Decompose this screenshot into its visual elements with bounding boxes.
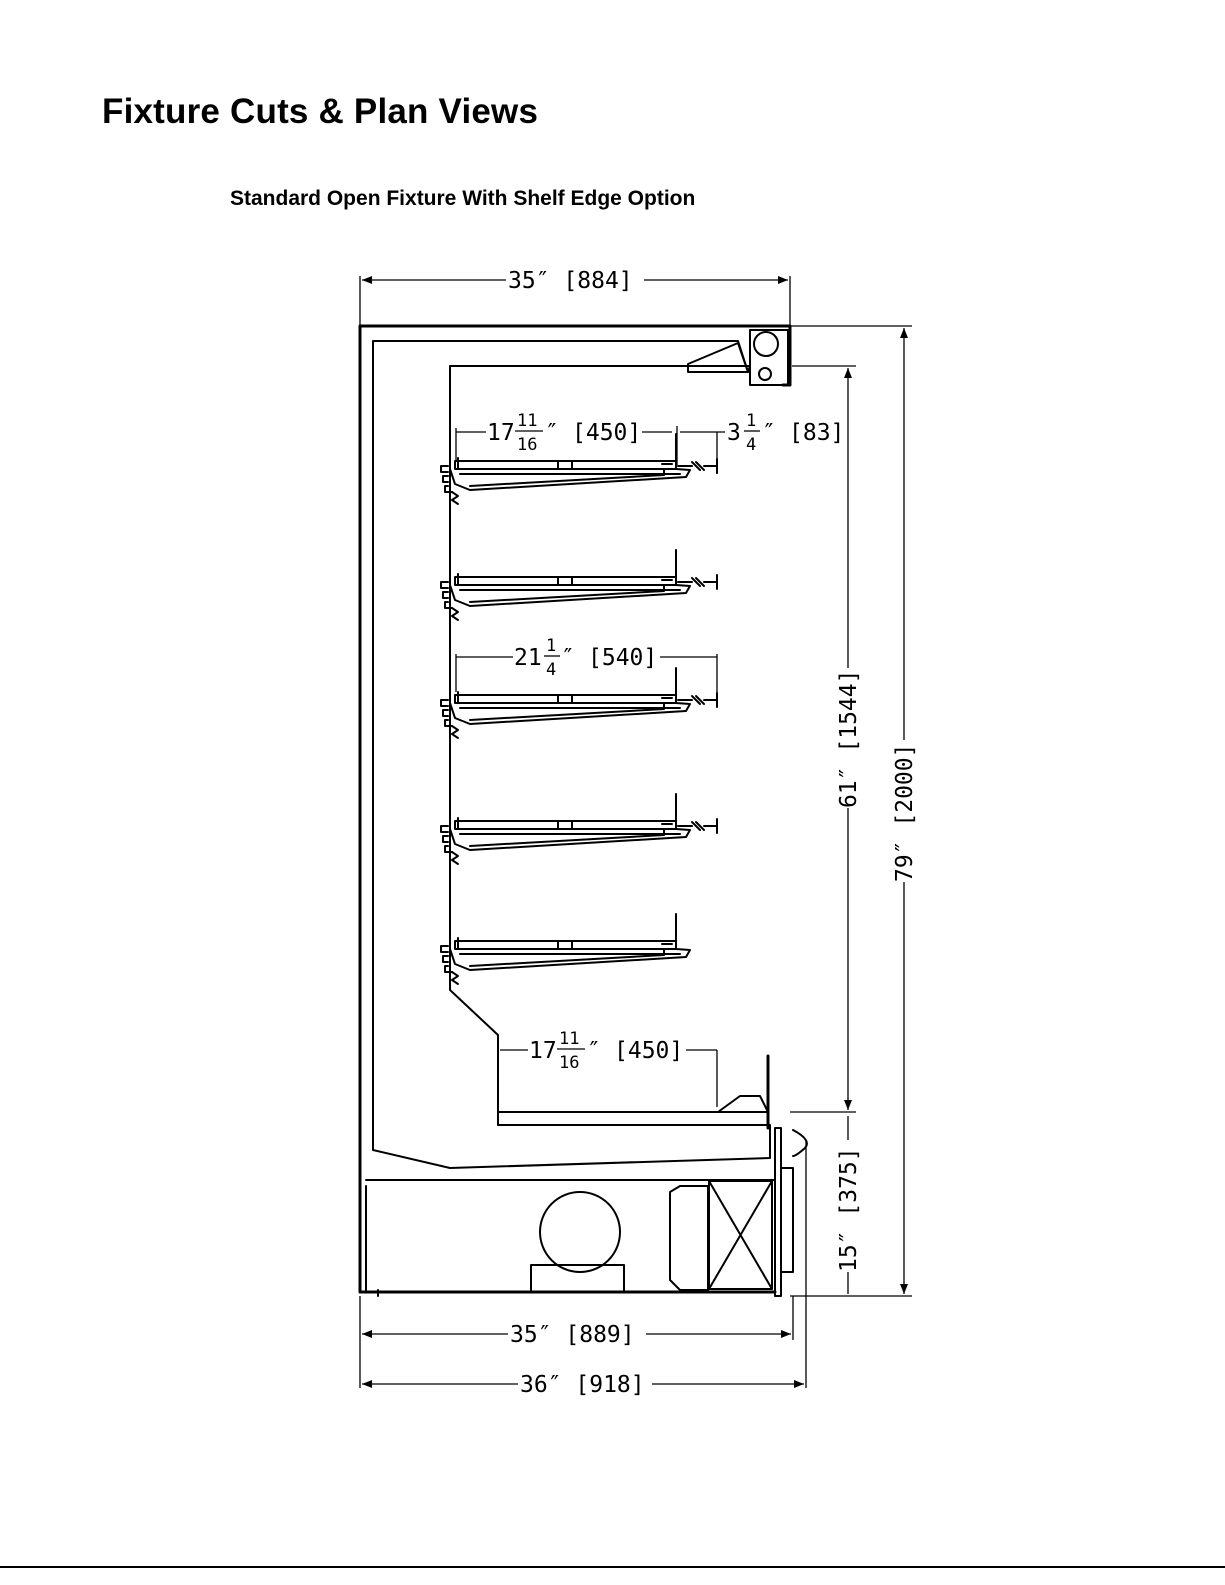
svg-text:21: 21 — [514, 645, 542, 671]
svg-text:1: 1 — [746, 411, 756, 431]
svg-text:″: ″ — [561, 645, 575, 671]
svg-text:[540]: [540] — [588, 645, 657, 671]
deck-shelf-edge — [718, 1056, 768, 1128]
dim-shelf-edge: 3 1 4 ″ [83] — [727, 411, 844, 455]
shelf — [441, 550, 717, 620]
svg-text:11: 11 — [559, 1029, 579, 1049]
dim-shelf1-depth: 17 11 16 ″ [450] — [487, 411, 641, 455]
svg-text:17: 17 — [529, 1038, 557, 1064]
dim-display-height: 61″ [1544] — [836, 670, 862, 808]
svg-text:11: 11 — [517, 411, 537, 431]
dim-total-height: 79″ [2000] — [892, 744, 918, 882]
dim-overall-depth: 36″ [918] — [520, 1372, 645, 1398]
shelf — [441, 668, 717, 738]
dim-shelf3-depth: 21 1 4 ″ [540] — [514, 636, 657, 680]
svg-text:[83]: [83] — [789, 420, 844, 446]
svg-text:[450]: [450] — [614, 1038, 683, 1064]
svg-text:3: 3 — [727, 420, 741, 446]
dim-deck-depth: 17 11 16 ″ [450] — [529, 1029, 683, 1073]
svg-text:16: 16 — [517, 435, 537, 455]
dim-base-width: 35″ [889] — [510, 1322, 635, 1348]
page-bottom-rule — [0, 1566, 1225, 1568]
shelf — [441, 794, 717, 864]
base-compartment — [360, 1128, 807, 1296]
svg-text:″: ″ — [587, 1038, 601, 1064]
svg-text:″: ″ — [545, 420, 559, 446]
dim-base-height: 15″ [375] — [836, 1147, 862, 1272]
svg-text:4: 4 — [746, 435, 756, 455]
case-outline — [360, 326, 790, 1180]
compressor-icon — [540, 1192, 620, 1272]
dim-top-width: 35″ [884] — [508, 268, 633, 294]
svg-text:″: ″ — [762, 420, 776, 446]
svg-text:[450]: [450] — [572, 420, 641, 446]
svg-text:4: 4 — [546, 660, 556, 680]
shelf — [441, 914, 690, 984]
svg-text:16: 16 — [559, 1053, 579, 1073]
svg-text:17: 17 — [487, 420, 515, 446]
svg-text:1: 1 — [546, 636, 556, 656]
shelves — [441, 434, 717, 984]
